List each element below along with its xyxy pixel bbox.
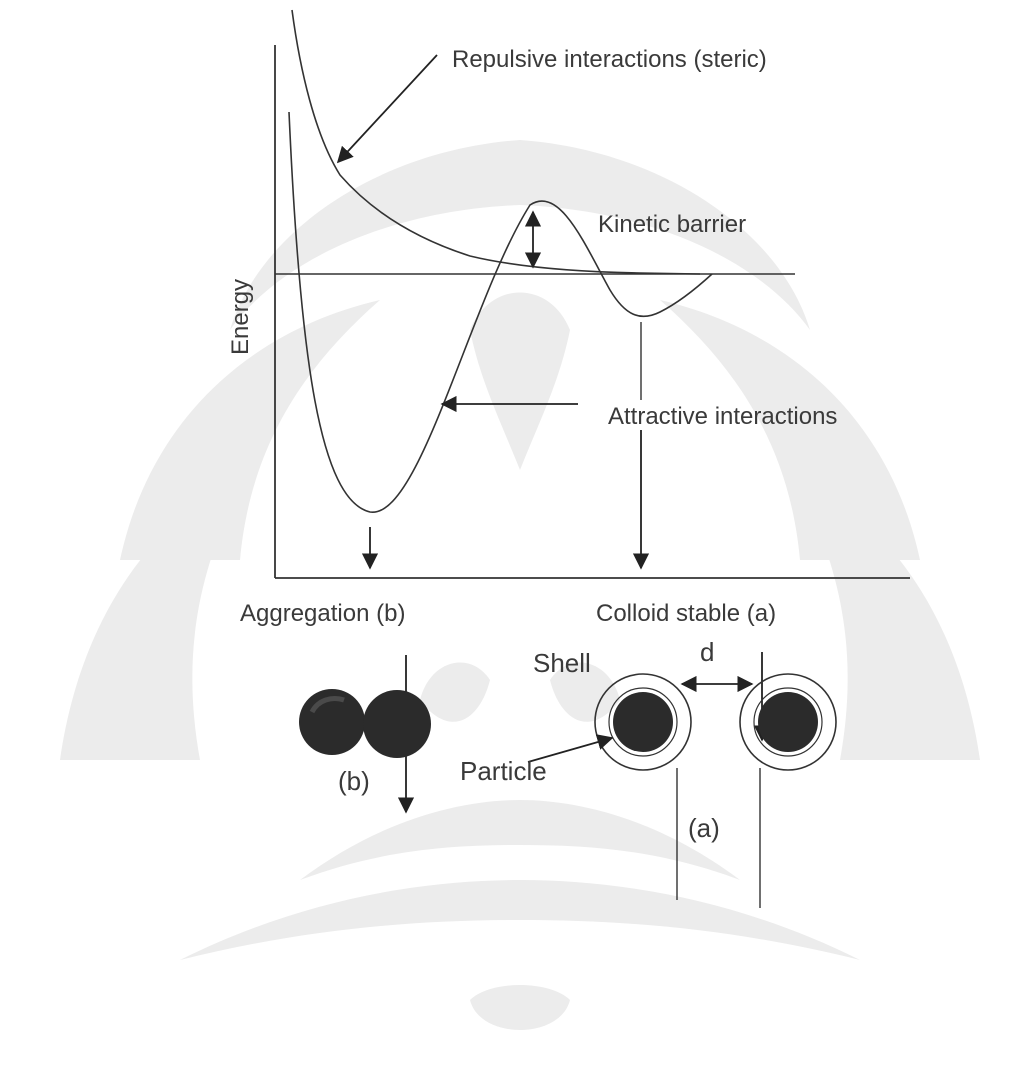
kinetic-barrier-label: Kinetic barrier bbox=[598, 211, 746, 238]
shell-label: Shell bbox=[533, 648, 591, 678]
repulsive-label: Repulsive interactions (steric) bbox=[452, 46, 767, 73]
colloid-stable-label: Colloid stable (a) bbox=[596, 600, 776, 627]
energy-axis-label: Energy bbox=[227, 279, 254, 355]
aggregated-caption: (b) bbox=[338, 766, 370, 796]
particle-core-right bbox=[758, 692, 818, 752]
repulsive-pointer-arrow bbox=[338, 55, 437, 162]
particle-core-left bbox=[613, 692, 673, 752]
attractive-label: Attractive interactions bbox=[608, 403, 837, 430]
stable-caption: (a) bbox=[688, 813, 720, 843]
particle-right bbox=[363, 690, 431, 758]
distance-label: d bbox=[700, 637, 714, 667]
particle-label: Particle bbox=[460, 756, 547, 786]
aggregated-particles bbox=[299, 689, 431, 758]
aggregation-label: Aggregation (b) bbox=[240, 600, 405, 627]
